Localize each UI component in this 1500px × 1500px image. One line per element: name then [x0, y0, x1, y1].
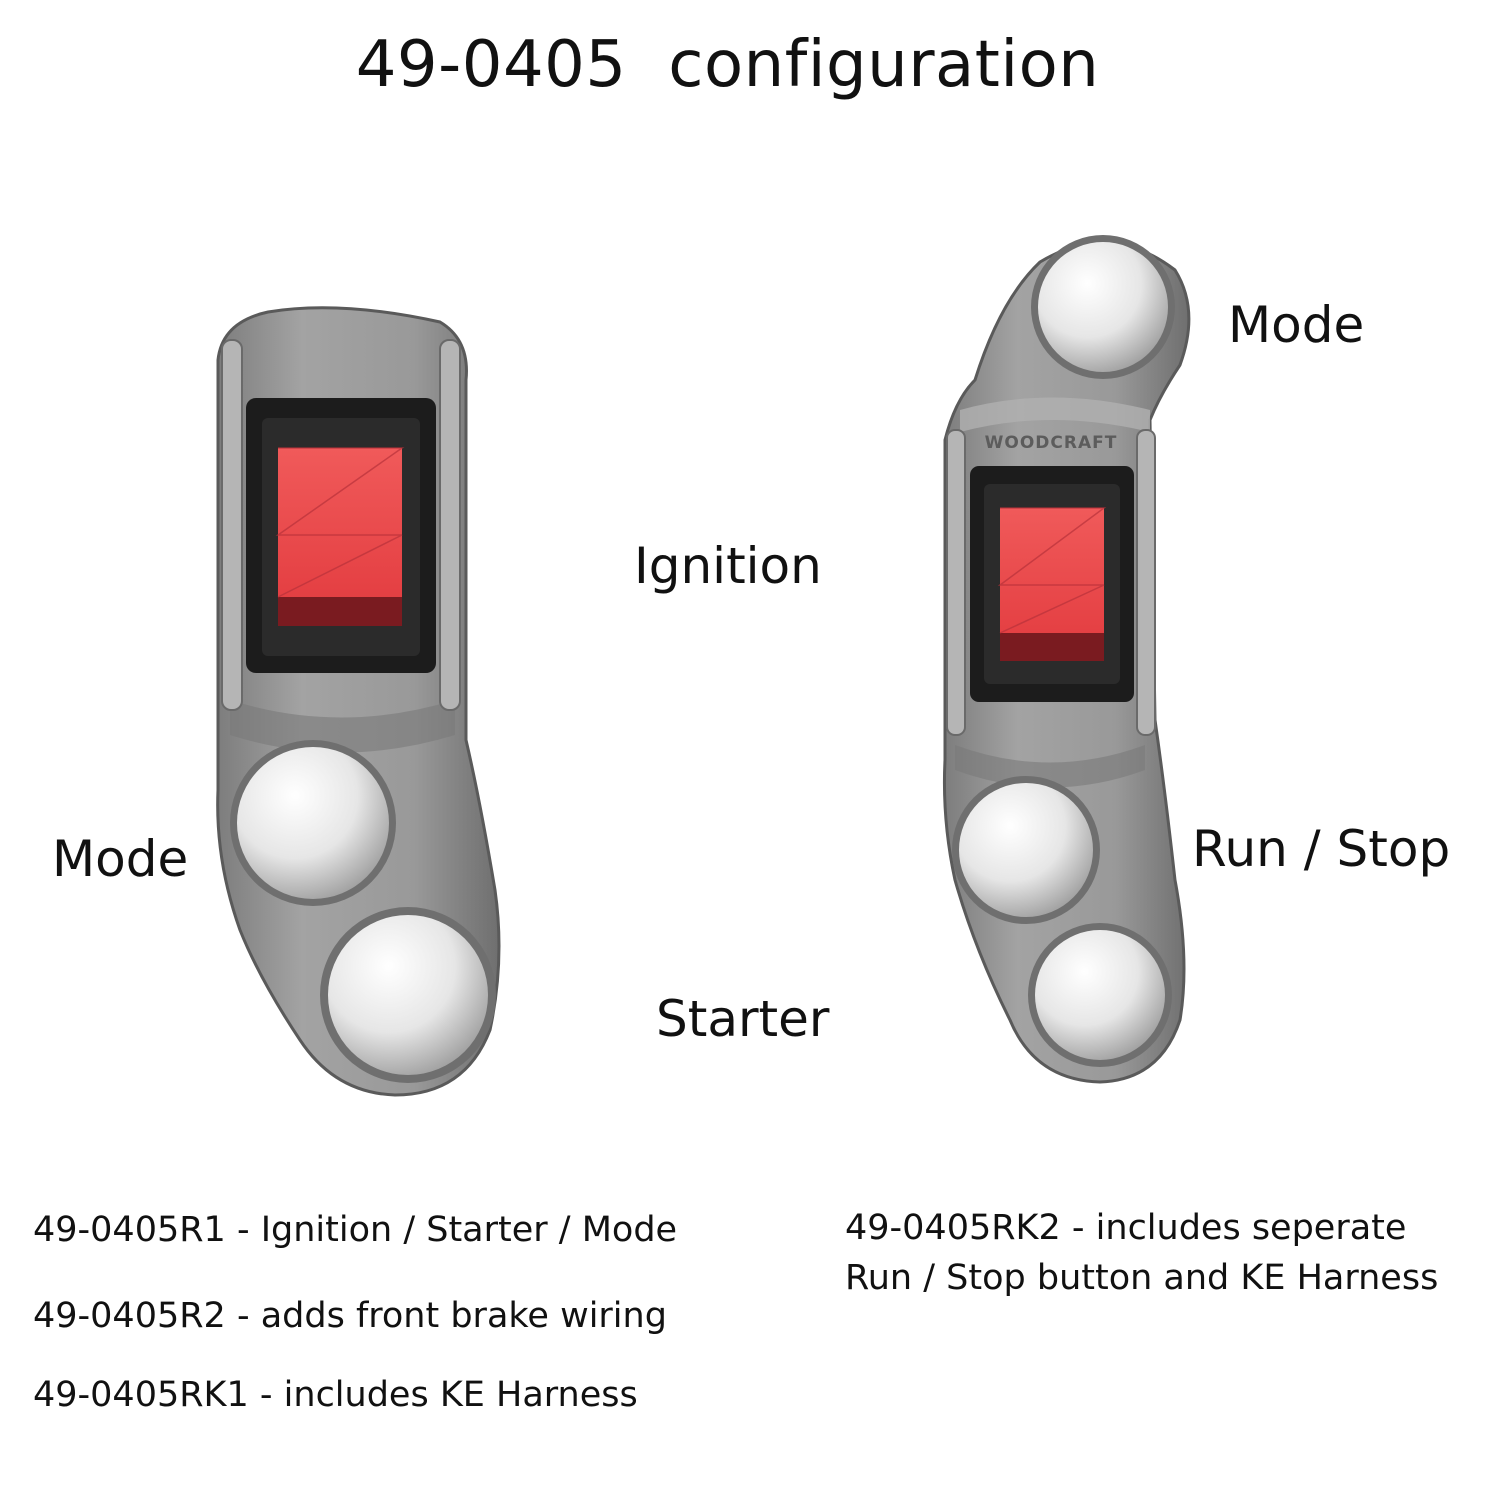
page-title: 49-0405 configuration — [355, 28, 1100, 102]
right-ignition-switch[interactable] — [970, 466, 1134, 702]
spec-r1: 49-0405R1 - Ignition / Starter / Mode — [33, 1210, 678, 1250]
left-mode-label: Mode — [52, 830, 189, 888]
spec-r2: 49-0405R2 - adds front brake wiring — [33, 1296, 667, 1336]
right-mode-label: Mode — [1228, 296, 1365, 354]
left-starter-button[interactable] — [320, 907, 496, 1083]
spec-rk2-line1: 49-0405RK2 - includes seperate — [845, 1208, 1407, 1248]
left-mode-button[interactable] — [230, 740, 396, 906]
brand-logo: WOODCRAFT — [985, 433, 1118, 453]
right-run-stop-button[interactable] — [952, 776, 1100, 924]
spec-rk1: 49-0405RK1 - includes KE Harness — [33, 1375, 638, 1415]
starter-label: Starter — [656, 990, 830, 1048]
right-starter-button[interactable] — [1028, 923, 1172, 1067]
run-stop-label: Run / Stop — [1192, 820, 1451, 878]
right-mode-button[interactable] — [1031, 235, 1175, 379]
ignition-label: Ignition — [634, 537, 822, 595]
spec-rk2-line2: Run / Stop button and KE Harness — [845, 1258, 1439, 1298]
left-ignition-switch[interactable] — [246, 398, 436, 673]
